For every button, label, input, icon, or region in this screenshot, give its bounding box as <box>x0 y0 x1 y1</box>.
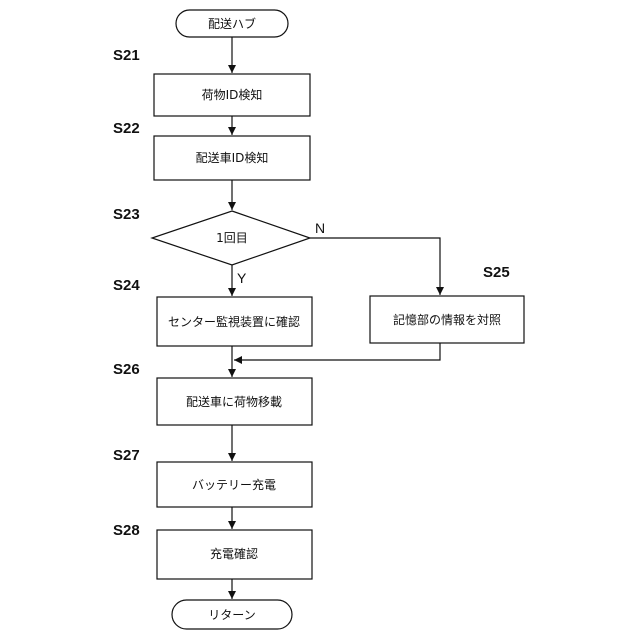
process-label-s26: 配送車に荷物移載 <box>186 394 282 409</box>
process-box-s26: 配送車に荷物移載 <box>157 378 312 425</box>
process-box-s21: 荷物ID検知 <box>154 74 310 116</box>
process-box-s24: センター監視装置に確認 <box>157 297 312 346</box>
process-label-s22: 配送車ID検知 <box>196 150 269 165</box>
branch-yes-label: Y <box>237 270 247 286</box>
decision-diamond-s23: 1回目 <box>152 211 310 265</box>
step-id-s23: S23 <box>113 206 140 223</box>
process-label-s25: 記憶部の情報を対照 <box>393 312 501 327</box>
branch-no-label: N <box>315 220 325 236</box>
start-terminal-label: 配送ハブ <box>208 16 256 31</box>
process-label-s27: バッテリー充電 <box>192 477 276 492</box>
process-box-s28: 充電確認 <box>157 530 312 579</box>
step-id-s26: S26 <box>113 361 140 378</box>
end-terminal-label: リターン <box>208 608 255 622</box>
process-label-s24: センター監視装置に確認 <box>168 314 300 329</box>
process-box-s27: バッテリー充電 <box>157 462 312 507</box>
step-id-s21: S21 <box>113 47 140 64</box>
arrow-s23-no-to-s25 <box>310 238 440 295</box>
process-label-s21: 荷物ID検知 <box>202 88 263 102</box>
step-id-s27: S27 <box>113 447 140 464</box>
step-id-s22: S22 <box>113 120 140 137</box>
step-id-s28: S28 <box>113 522 140 539</box>
process-label-s28: 充電確認 <box>210 546 258 561</box>
start-terminal: 配送ハブ <box>176 10 288 37</box>
end-terminal: リターン <box>172 600 292 629</box>
process-box-s25: 記憶部の情報を対照 <box>370 296 524 343</box>
decision-label-s23: 1回目 <box>216 231 248 245</box>
step-id-s24: S24 <box>113 277 140 294</box>
step-id-s25: S25 <box>483 264 510 281</box>
process-box-s22: 配送車ID検知 <box>154 136 310 180</box>
